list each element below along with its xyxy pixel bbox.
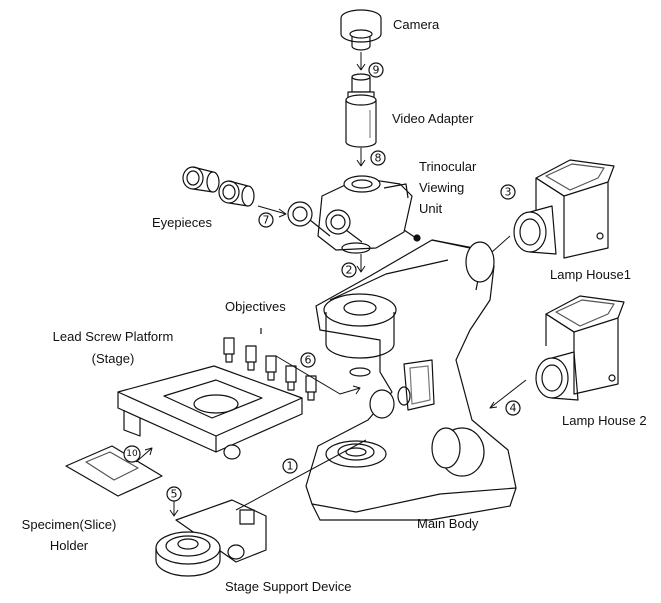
eyepieces [182,166,255,207]
label-lamp-house-1: Lamp House1 [550,267,631,282]
stage-support [155,499,267,577]
svg-text:4: 4 [510,402,517,415]
stage-platform [117,365,303,460]
step-7: 7 [258,212,274,228]
svg-text:10: 10 [126,449,138,459]
svg-text:9: 9 [373,64,380,77]
svg-text:1: 1 [287,460,294,473]
label-trinocular-3: Unit [419,201,443,216]
camera [340,9,382,51]
svg-text:7: 7 [263,214,270,227]
svg-text:3: 3 [505,186,512,199]
assembly-arrows [135,52,527,517]
main-body [305,239,517,521]
objectives [223,328,317,401]
svg-text:2: 2 [346,264,353,277]
lamp-house-1 [513,159,615,259]
label-specimen-2: Holder [49,538,89,553]
trinocular-head [287,175,421,254]
lamp-house-2 [535,295,625,401]
label-specimen-1: Specimen(Slice) [21,517,117,532]
step-8: 8 [370,150,386,166]
step-1: 1 [282,458,298,474]
label-lamp-house-2: Lamp House 2 [562,413,647,428]
svg-text:6: 6 [305,354,312,367]
label-camera: Camera [393,17,440,32]
label-video-adapter: Video Adapter [392,111,474,126]
step-10: 10 [123,445,141,463]
svg-text:5: 5 [171,488,178,501]
step-9: 9 [368,62,384,78]
label-main-body: Main Body [417,516,479,531]
step-2: 2 [341,262,357,278]
video-adapter [345,73,377,148]
step-markers: 1 2 3 4 5 6 7 8 9 10 [123,62,521,502]
label-lead-screw-1: Lead Screw Platform [52,329,174,344]
specimen-holder [65,445,163,497]
label-eyepieces: Eyepieces [152,215,212,230]
step-6: 6 [300,352,316,368]
label-lead-screw-2: (Stage) [91,351,135,366]
label-objectives: Objectives [225,299,286,314]
svg-text:8: 8 [375,152,382,165]
step-4: 4 [505,400,521,416]
step-5: 5 [166,486,182,502]
label-trinocular-2: Viewing [419,180,465,195]
step-3: 3 [500,184,516,200]
label-trinocular-1: Trinocular [419,159,477,174]
label-stage-support: Stage Support Device [225,579,352,594]
